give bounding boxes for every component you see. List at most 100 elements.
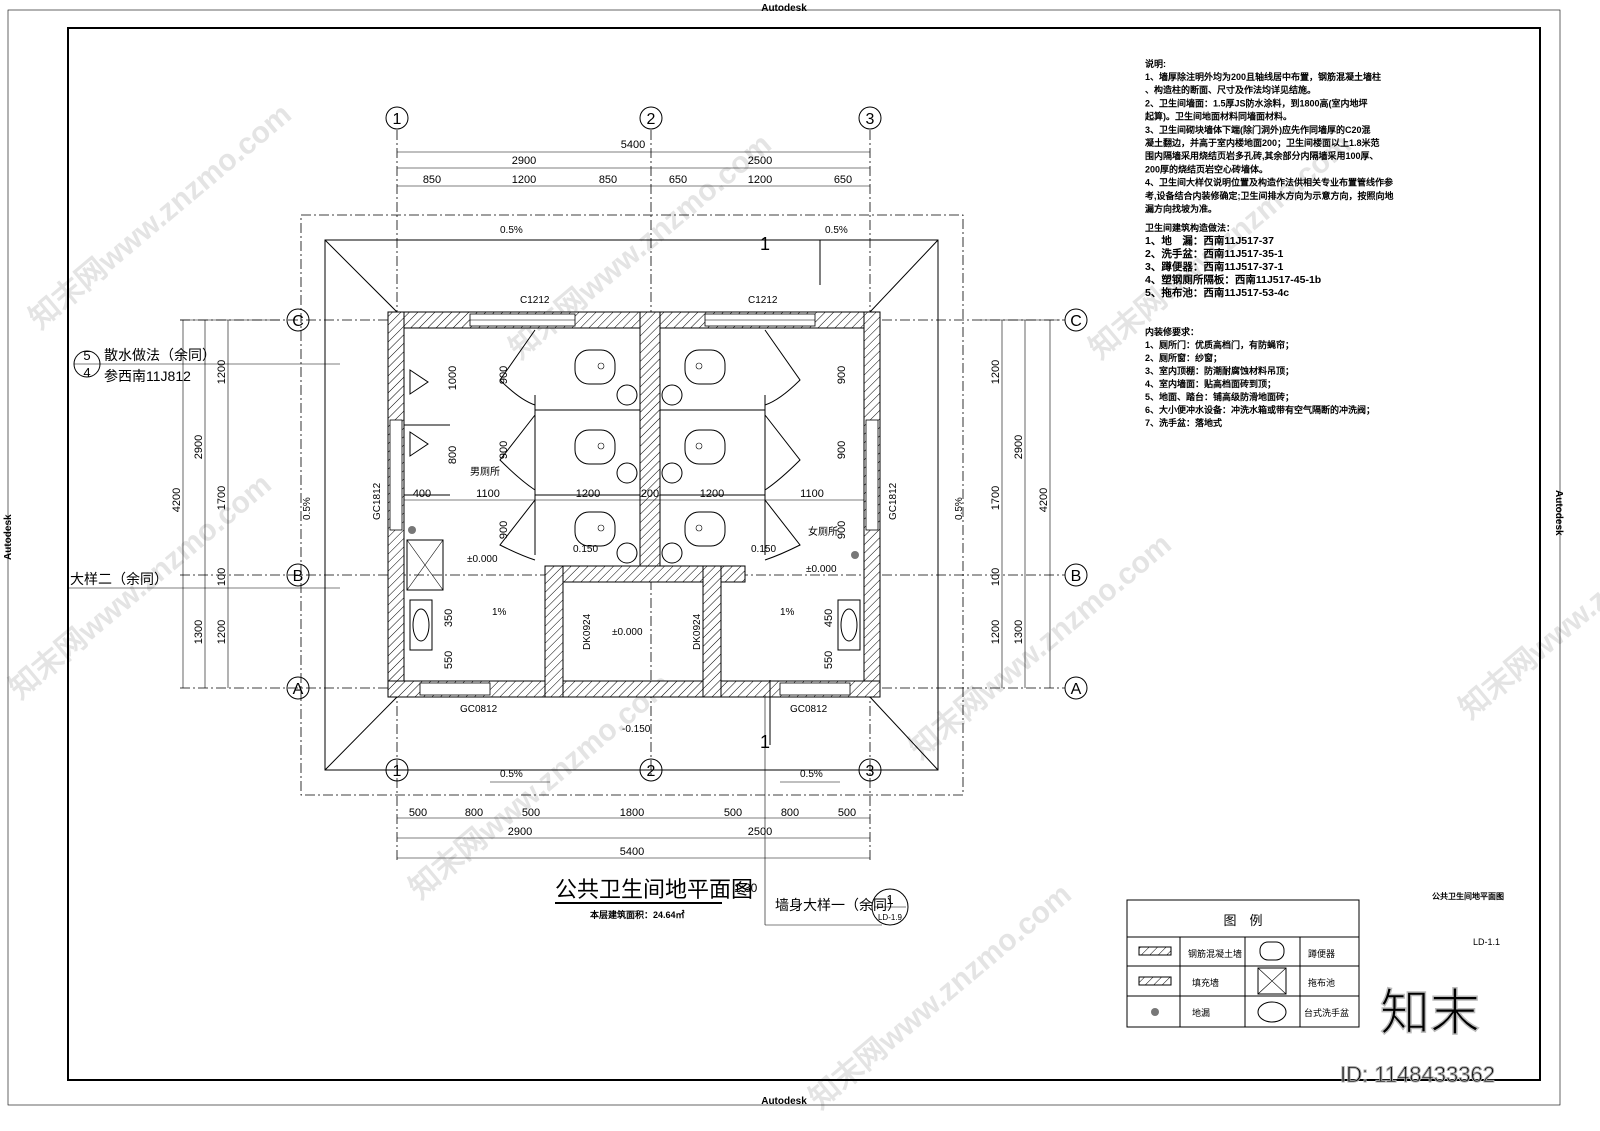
- legend-title: 图 例: [1223, 913, 1262, 928]
- watermark-text: 知末网www.znzmo.com: [403, 668, 677, 906]
- slope-label: 1%: [492, 607, 507, 618]
- squat-toilet-icon: [684, 349, 726, 385]
- note-line: 3、室内顶棚：防潮耐腐蚀材料吊顶；: [1145, 365, 1294, 377]
- dim-value: 2900: [512, 155, 536, 167]
- note-line: 凝土翻边，并高于室内楼地面200；卫生间楼面以上1.8米范: [1145, 137, 1380, 149]
- dim-value: 550: [823, 651, 835, 669]
- dim-value: 500: [838, 807, 856, 819]
- note-line: 3、蹲便器：西南11J517-37-1: [1145, 260, 1283, 273]
- slope-label: 0.5%: [500, 225, 523, 236]
- note-line: 5、地面、踏台：铺高级防滑地面砖；: [1145, 391, 1294, 403]
- squat-toilet-icon: [684, 511, 726, 547]
- squat-toilet-icon: [574, 349, 616, 385]
- note-line: 卫生间建筑构造做法：: [1145, 222, 1235, 233]
- note-line: 起算)。卫生间地面材料同墙面材料。: [1144, 111, 1292, 122]
- dim-value: 850: [599, 174, 617, 186]
- grid-bubbles: 1 2 3 1 2 3 C B A C B A: [286, 106, 1088, 782]
- callout-number: 4: [83, 365, 90, 380]
- mop-sink-icon: [1257, 967, 1287, 995]
- grid-label: B: [293, 568, 304, 585]
- basin-icon: [409, 599, 433, 651]
- note-line: 2、卫生间墙面：1.5厚JS防水涂料，到1800高(室内地坪: [1145, 97, 1368, 108]
- plan-labels: C1212 C1212 GC1812 GC1812 GC0812 GC0812 …: [302, 225, 965, 783]
- dim-value: 100: [990, 568, 1002, 586]
- slope-label: 0.5%: [825, 225, 848, 236]
- note-line: 6、大小便冲水设备：冲洗水箱或带有空气隔断的冲洗阀；: [1145, 404, 1375, 416]
- door-label: DK0924: [582, 613, 593, 650]
- grid-label: 3: [866, 763, 875, 780]
- legend-label: 填充墙: [1192, 977, 1219, 988]
- callout-number: 5: [83, 348, 90, 363]
- room-label-men: 男厕所: [470, 466, 500, 478]
- urinal-icon: [409, 369, 429, 395]
- legend-label: 蹲便器: [1308, 948, 1335, 959]
- dim-value: 800: [465, 807, 483, 819]
- dim-value: 400: [413, 488, 431, 500]
- dim-value: 450: [823, 609, 835, 627]
- sheet-name: 公共卫生间地平面图: [1432, 891, 1504, 901]
- walls: [387, 311, 881, 698]
- window-label: C1212: [520, 295, 550, 306]
- detail-bubble-number: 1: [886, 892, 893, 907]
- basin-icon: [837, 599, 861, 651]
- watermark-text: 知末网www.znzmo.com: [23, 98, 297, 336]
- watermark-logo: 知末: [1380, 985, 1480, 1041]
- dim-value: 1200: [512, 174, 536, 186]
- outer-frame: [7, 9, 1561, 1106]
- grid-label: 1: [393, 111, 402, 128]
- section-mark: 1: [760, 234, 770, 254]
- roof-edge: [324, 239, 939, 771]
- dim-value: 1100: [800, 488, 824, 500]
- grid-label: A: [293, 681, 304, 698]
- stall-partitions: [404, 329, 864, 561]
- squat-toilet-icon: [1259, 941, 1285, 961]
- sheet-number: LD-1.1: [1473, 937, 1500, 947]
- dim-value: 900: [498, 521, 510, 539]
- dim-value: 1300: [1013, 620, 1025, 644]
- dim-value: 1200: [990, 620, 1002, 644]
- callouts: 5 4 散水做法（余同） 参西南11J812 大样二（余同） 墙身大样一（余同）…: [68, 347, 909, 926]
- window-label: GC1812: [888, 482, 899, 520]
- grid-label: C: [292, 313, 304, 330]
- windows: [389, 313, 879, 696]
- grid-label: C: [1070, 313, 1082, 330]
- note-line: 围内隔墙采用烧结页岩多孔砖,其余部分内隔墙采用100厚、: [1145, 150, 1379, 161]
- legend-label: 拖布池: [1308, 977, 1335, 988]
- callout-text: 大样二（余同）: [70, 571, 168, 587]
- elevation-label: ±0.000: [806, 564, 837, 575]
- note-line: 4、室内墙面：贴高档面砖到顶；: [1145, 378, 1276, 390]
- elevation-label: 0.150: [573, 544, 598, 555]
- legend-table: 图 例 钢筋混凝土墙 填充墙 地漏 蹲便器 拖布池 台式洗手盆: [1126, 899, 1360, 1028]
- drawing-title: 公共卫生间地平面图 1:30 本层建筑面积：24.64㎡: [555, 877, 758, 920]
- dim-value: 2500: [748, 826, 772, 838]
- dim-value: 1200: [748, 174, 772, 186]
- squat-toilet-icon: [684, 429, 726, 465]
- dim-value: 1200: [216, 360, 228, 384]
- dim-value: 1100: [476, 488, 500, 500]
- legend-label: 钢筋混凝土墙: [1188, 948, 1242, 959]
- dim-value: 650: [669, 174, 687, 186]
- dim-value: 5400: [621, 139, 645, 151]
- fixtures: [406, 369, 861, 651]
- basin-icon: [1257, 1001, 1287, 1023]
- dim-value: 200: [641, 488, 659, 500]
- dim-value: 650: [834, 174, 852, 186]
- dim-value: 500: [522, 807, 540, 819]
- note-line: 、构造柱的断面、尺寸及作法均详见结施。: [1145, 84, 1316, 95]
- squat-toilet-icon: [574, 429, 616, 465]
- note-line: 考,设备结合内装修确定;卫生间排水方向为示意方向，按照向地: [1145, 190, 1394, 201]
- slope-label: 0.5%: [500, 769, 523, 780]
- grid-label: 1: [393, 763, 402, 780]
- general-notes: 说明:1、墙厚除注明外均为200且轴线居中布置，钢筋混凝土墙柱、构造柱的断面、尺…: [1144, 58, 1394, 428]
- title-scale: 1:30: [734, 881, 758, 895]
- note-line: 3、卫生间砌块墙体下端(除门洞外)应先作同墙厚的C20混: [1145, 124, 1371, 135]
- dim-value: 900: [836, 366, 848, 384]
- note-line: 内装修要求：: [1145, 326, 1199, 337]
- dim-value: 2500: [748, 155, 772, 167]
- dim-value: 100: [216, 568, 228, 586]
- inner-frame: [67, 27, 1541, 1081]
- dim-value: 1300: [193, 620, 205, 644]
- note-line: 4、塑钢厕所隔板：西南11J517-45-1b: [1145, 273, 1321, 286]
- dim-value: 800: [781, 807, 799, 819]
